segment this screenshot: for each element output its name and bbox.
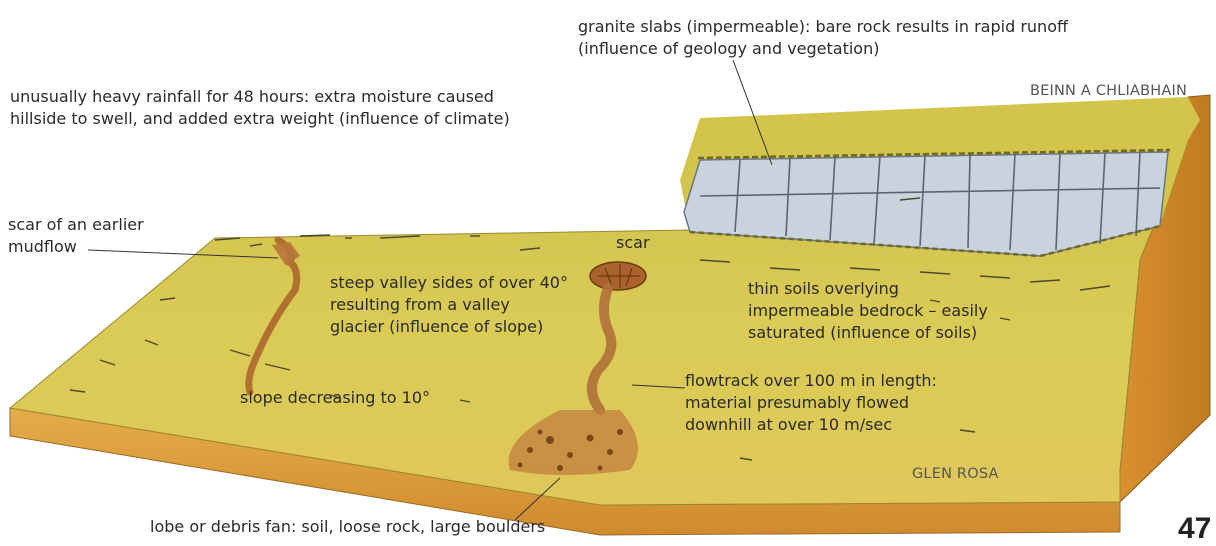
flowtrack-label-line-2: material presumably flowed bbox=[685, 392, 937, 414]
slope-decreasing-label: slope decreasing to 10° bbox=[240, 387, 430, 409]
debris-fan-label: lobe or debris fan: soil, loose rock, la… bbox=[150, 516, 545, 538]
steep-sides-label-line-3: glacier (influence of slope) bbox=[330, 316, 568, 338]
steep-sides-label: steep valley sides of over 40° resulting… bbox=[330, 272, 568, 338]
rainfall-label: unusually heavy rainfall for 48 hours: e… bbox=[10, 86, 510, 130]
earlier-scar-label-line-2: mudflow bbox=[8, 236, 144, 258]
earlier-scar-label-line-1: scar of an earlier bbox=[8, 214, 144, 236]
rainfall-label-line-2: hillside to swell, and added extra weigh… bbox=[10, 108, 510, 130]
steep-sides-label-line-1: steep valley sides of over 40° bbox=[330, 272, 568, 294]
main-scar bbox=[590, 262, 646, 290]
rainfall-label-line-1: unusually heavy rainfall for 48 hours: e… bbox=[10, 86, 510, 108]
granite-label-line-2: (influence of geology and vegetation) bbox=[578, 38, 1068, 60]
granite-label: granite slabs (impermeable): bare rock r… bbox=[578, 16, 1068, 60]
thin-soils-label-line-2: impermeable bedrock – easily bbox=[748, 300, 988, 322]
thin-soils-label-line-1: thin soils overlying bbox=[748, 278, 988, 300]
thin-soils-label-line-3: saturated (influence of soils) bbox=[748, 322, 988, 344]
granite-label-line-1: granite slabs (impermeable): bare rock r… bbox=[578, 16, 1068, 38]
flowtrack-label-line-1: flowtrack over 100 m in length: bbox=[685, 370, 937, 392]
place-glen-rosa: GLEN ROSA bbox=[912, 463, 999, 485]
flowtrack-label-line-3: downhill at over 10 m/sec bbox=[685, 414, 937, 436]
steep-sides-label-line-2: resulting from a valley bbox=[330, 294, 568, 316]
place-beinn-a-chliabhain: BEINN A CHLIABHAIN bbox=[1030, 80, 1187, 102]
flowtrack-label: flowtrack over 100 m in length: material… bbox=[685, 370, 937, 436]
thin-soils-label: thin soils overlying impermeable bedrock… bbox=[748, 278, 988, 344]
scar-label: scar bbox=[616, 232, 650, 254]
page-number: 47 bbox=[1178, 512, 1211, 546]
earlier-scar-label: scar of an earlier mudflow bbox=[8, 214, 144, 258]
